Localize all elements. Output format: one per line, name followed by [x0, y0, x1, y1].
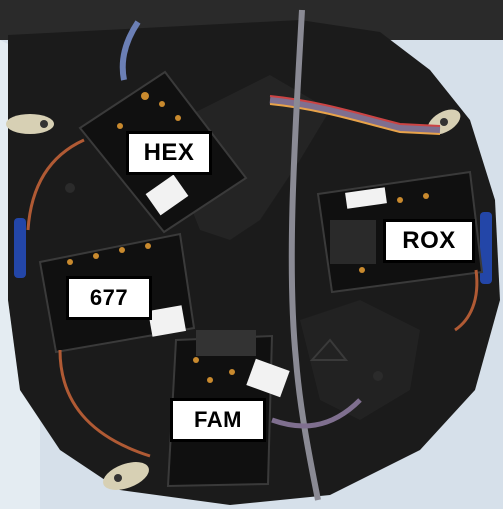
label-rox: ROX	[383, 219, 475, 263]
wire-bottom-left	[58, 349, 151, 458]
bolt-bottom-left	[103, 462, 149, 490]
label-677: 677	[66, 276, 152, 320]
label-fam: FAM	[170, 398, 266, 442]
wire-bottom-right	[271, 398, 362, 429]
bolt-top-left	[6, 114, 54, 134]
wire-right	[454, 269, 479, 332]
wire-left	[26, 138, 85, 231]
ribbon-cable-top-left	[119, 20, 141, 81]
clip-right	[480, 212, 492, 284]
ribbon-cable-top	[269, 95, 441, 135]
clip-left	[14, 218, 26, 278]
grey-ribbon-vertical	[288, 9, 321, 501]
label-hex: HEX	[126, 131, 212, 175]
